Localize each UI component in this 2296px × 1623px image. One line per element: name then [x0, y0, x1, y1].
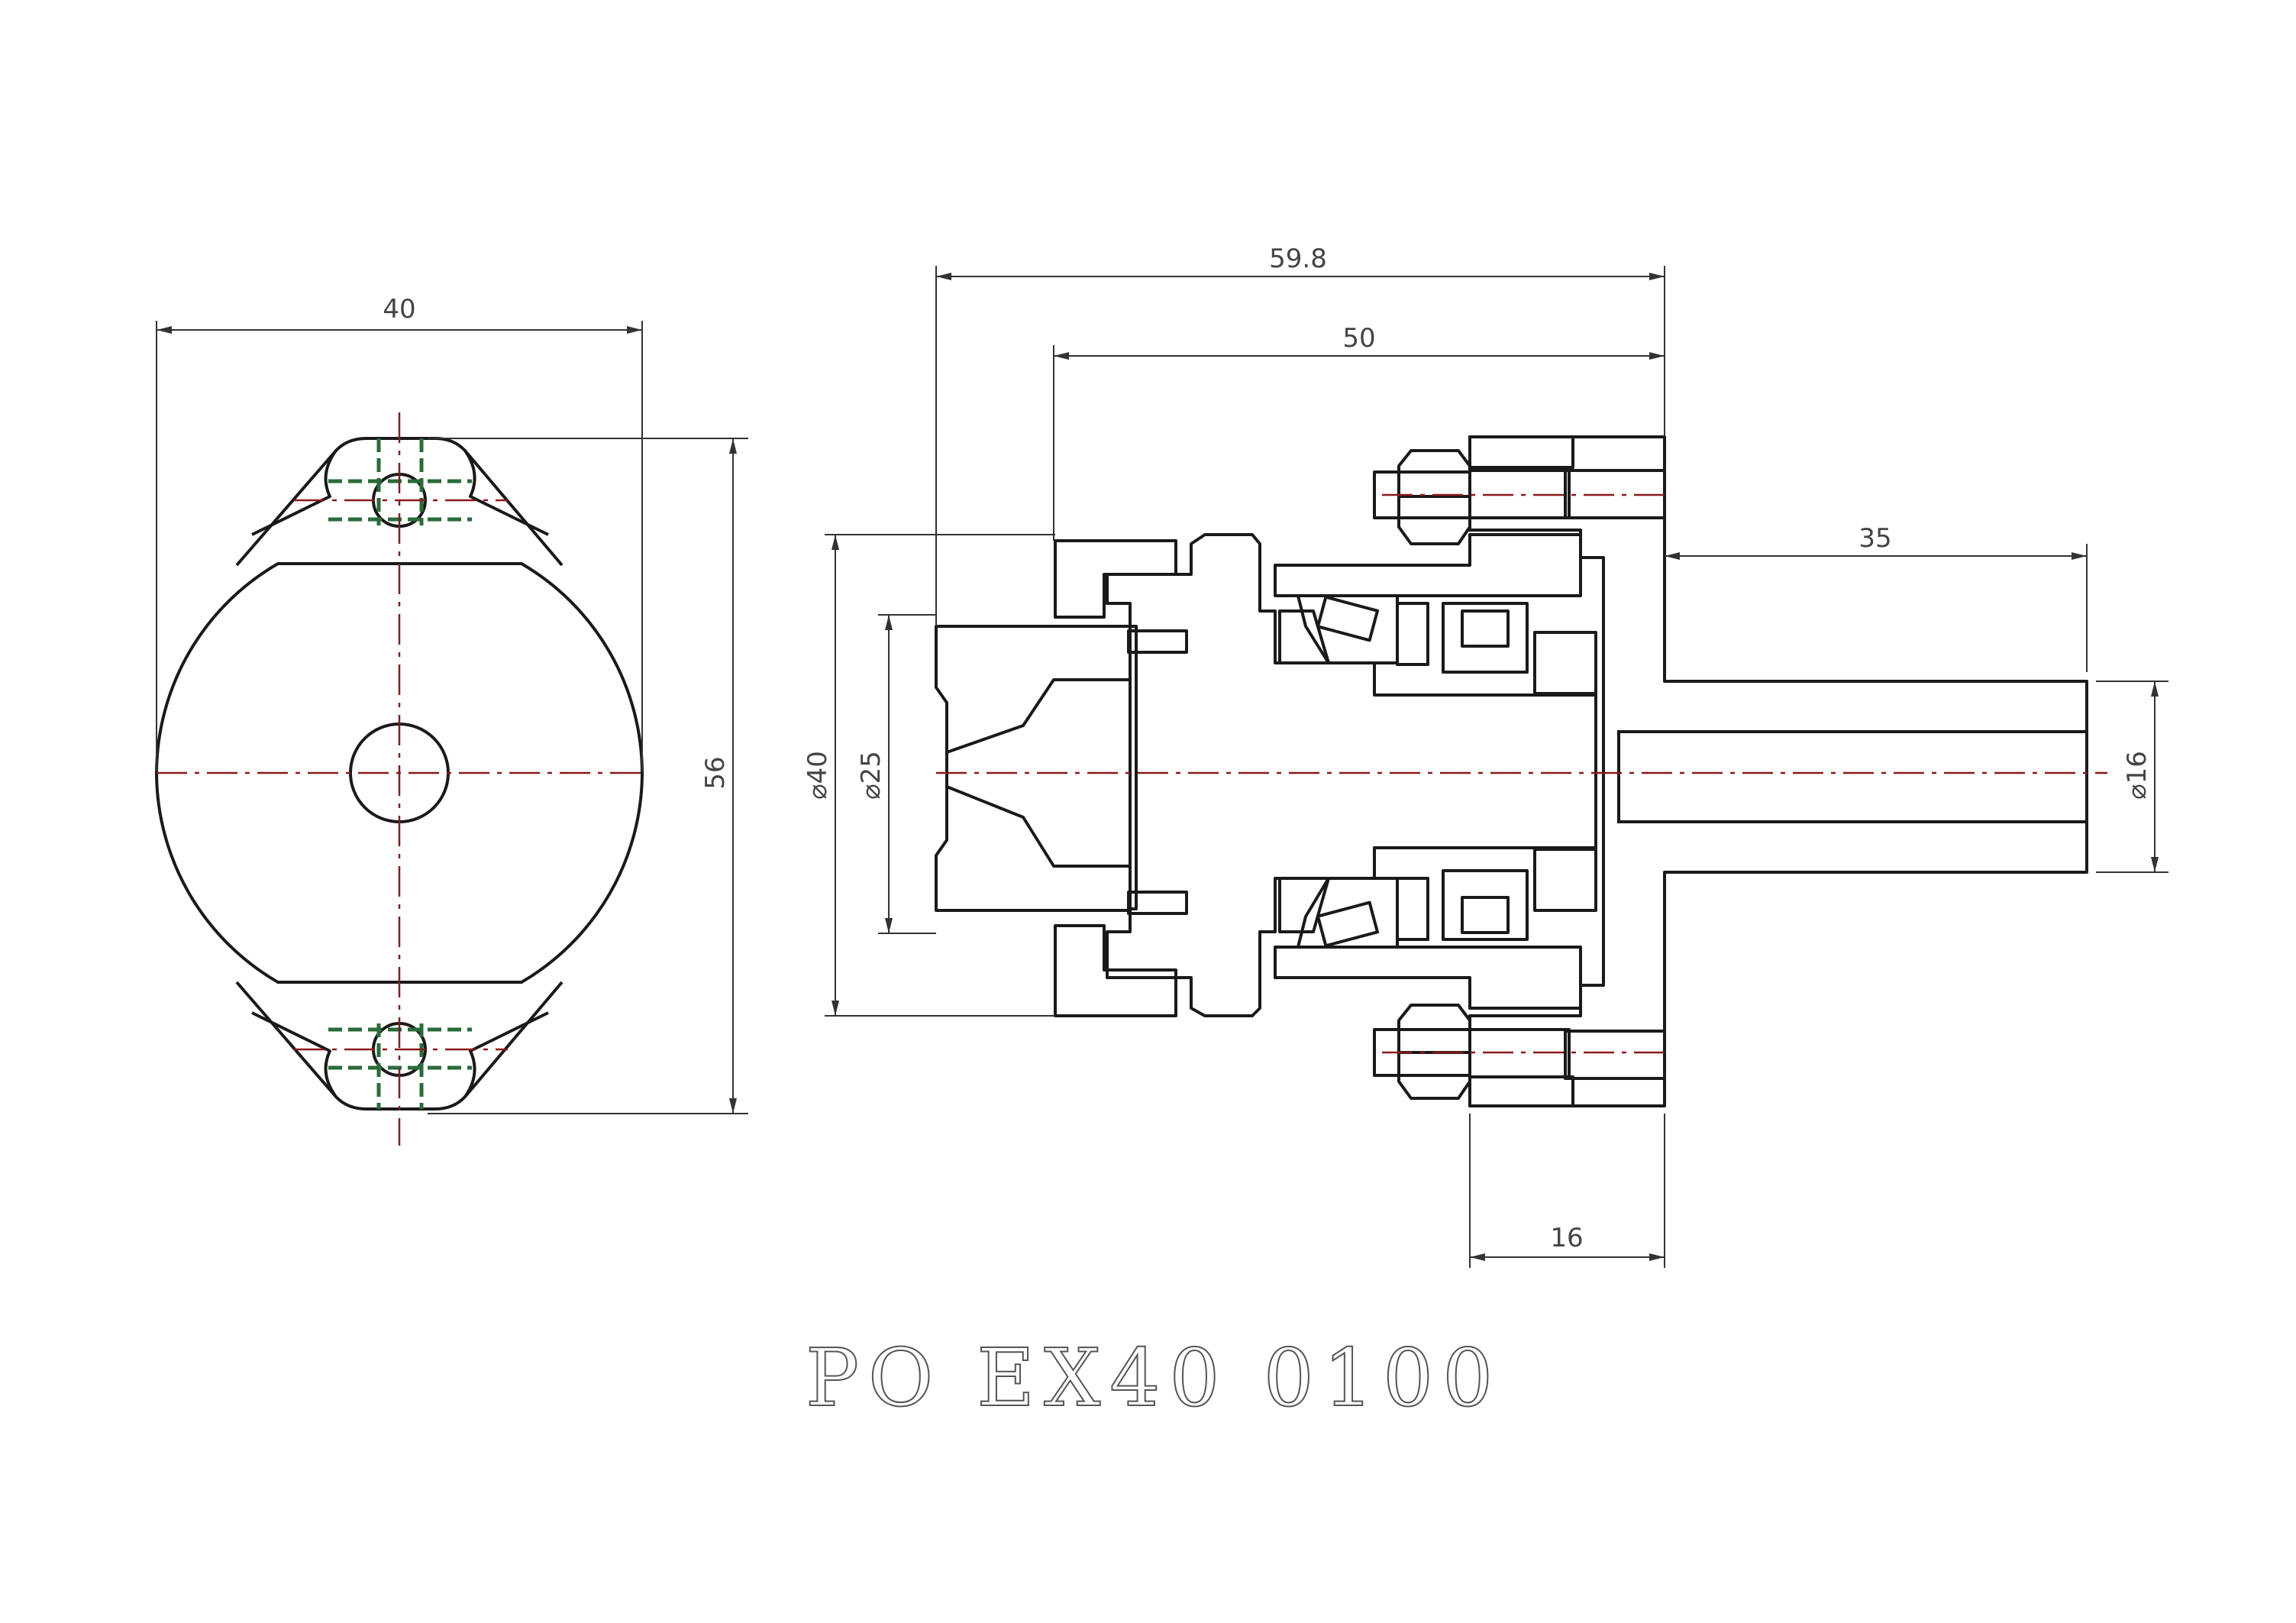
shaft-bore — [1617, 730, 2088, 823]
bearing-housing — [1274, 435, 1582, 1107]
dim-overall-length-label: 59.8 — [1269, 244, 1327, 274]
dim-nut-diameter: ⌀25 — [856, 614, 936, 934]
section-centerlines — [936, 493, 2107, 1054]
dim-shaft-diameter: ⌀16 — [2096, 681, 2168, 873]
taper-bearing-bottom — [1297, 877, 1399, 949]
dim-shaft-length: 35 — [1665, 523, 2088, 672]
end-nut — [935, 625, 1132, 912]
spindle — [1106, 533, 1597, 1017]
cap-ring — [1054, 539, 1177, 1017]
dim-front-height: 56 — [428, 438, 748, 1114]
end-nut-cone — [945, 678, 1132, 868]
dim-body-length-label: 50 — [1342, 323, 1375, 354]
dim-shaft-diameter-label: ⌀16 — [2122, 751, 2152, 800]
dim-front-width-label: 40 — [383, 294, 415, 325]
dim-flange-thickness-label: 16 — [1550, 1223, 1583, 1253]
dim-flange-thickness: 16 — [1469, 1114, 1665, 1268]
top-bolt — [1373, 449, 1571, 545]
dim-overall-length: 59.8 — [935, 244, 1665, 626]
spacer-top — [1396, 602, 1429, 666]
dim-nut-diameter-label: ⌀25 — [856, 751, 886, 800]
dim-outer-diameter: ⌀40 — [802, 534, 1055, 1017]
ball-bearing-bottom — [1442, 869, 1529, 941]
section-view — [935, 435, 2107, 1107]
spacer-bottom — [1396, 877, 1429, 941]
dim-front-height-label: 56 — [700, 756, 731, 789]
lock-washer-bottom — [1533, 848, 1597, 912]
dim-body-length: 50 — [1053, 323, 1665, 541]
dim-shaft-length-label: 35 — [1858, 523, 1891, 554]
taper-bearing-top — [1297, 594, 1399, 664]
front-view — [155, 412, 644, 1146]
dim-outer-diameter-label: ⌀40 — [802, 751, 833, 800]
front-centerlines — [157, 412, 642, 1146]
dim-front-width: 40 — [156, 294, 643, 771]
part-number-title: PO EX40 0100 — [806, 1331, 1502, 1424]
lock-washer-top — [1533, 631, 1597, 695]
ball-bearing-top — [1442, 602, 1529, 674]
